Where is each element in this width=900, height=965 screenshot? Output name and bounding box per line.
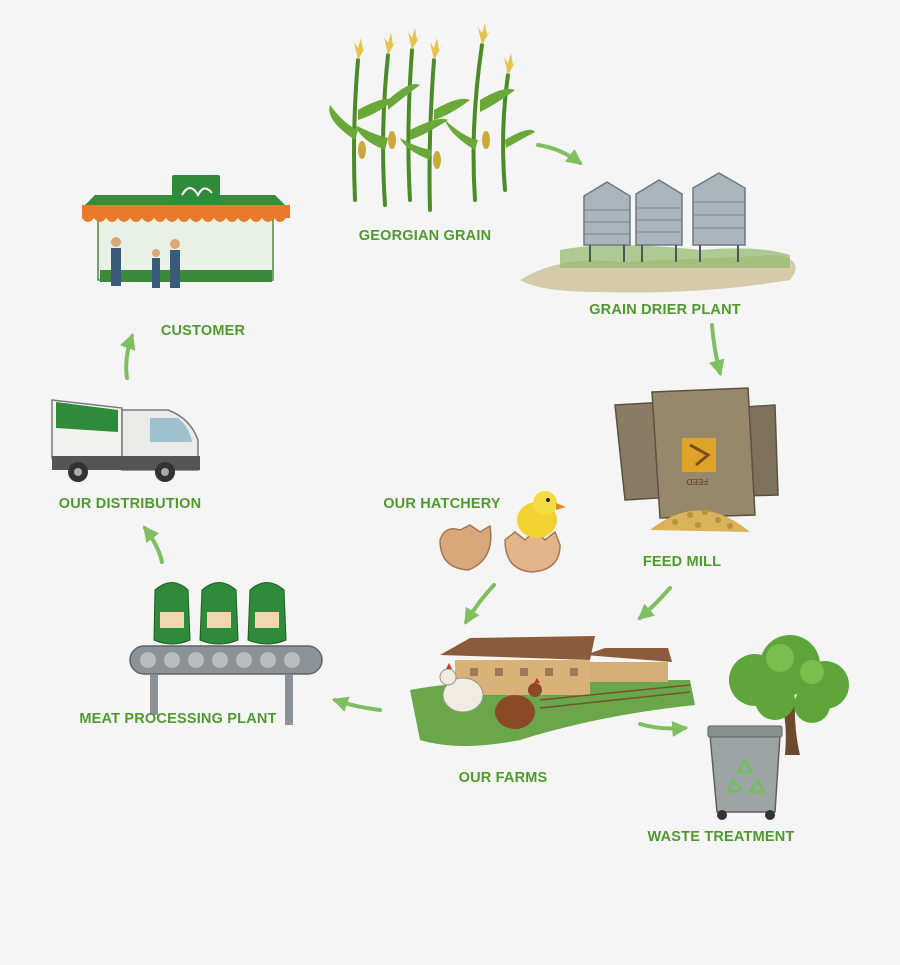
brand-sign (172, 175, 220, 203)
corn-field-illustration (329, 23, 535, 212)
delivery-truck-illustration (51, 399, 200, 482)
flow-arrows (120, 143, 725, 737)
arrow-feed-mill-to-farms (637, 586, 672, 621)
shop-customers-illustration (82, 175, 290, 288)
arrow-processing-to-distribution (143, 525, 164, 564)
hatchery-egg-chick-illustration (439, 491, 566, 573)
label-grain-drier-plant: GRAIN DRIER PLANT (589, 302, 741, 318)
svg-text:FEED: FEED (686, 477, 708, 486)
label-georgian-grain: GEORGIAN GRAIN (358, 228, 492, 244)
arrow-grain-to-drier (536, 143, 583, 165)
silos-illustration (520, 172, 796, 293)
waste-treatment-illustration (707, 635, 849, 820)
meat-processing-illustration (129, 582, 323, 725)
label-customer: CUSTOMER (160, 323, 246, 339)
label-our-distribution: OUR DISTRIBUTION (58, 496, 202, 512)
label-feed-mill: FEED MILL (642, 554, 722, 570)
arrow-farms-to-processing (331, 696, 382, 712)
arrow-drier-to-feed-mill (709, 323, 725, 377)
label-waste-treatment: WASTE TREATMENT (647, 829, 795, 845)
arrow-farms-to-waste (638, 721, 689, 737)
farm-illustration (410, 636, 695, 746)
label-our-farms: OUR FARMS (458, 770, 548, 786)
label-meat-processing-plant: MEAT PROCESSING PLANT (79, 711, 277, 727)
label-our-hatchery: OUR HATCHERY (383, 496, 501, 512)
feed-brand-logo (682, 438, 716, 472)
arrow-distribution-to-customer (120, 332, 136, 380)
recycle-icon (726, 757, 767, 794)
feed-sacks-illustration: FEED (614, 387, 779, 532)
arrow-hatchery-to-farms (464, 583, 496, 625)
